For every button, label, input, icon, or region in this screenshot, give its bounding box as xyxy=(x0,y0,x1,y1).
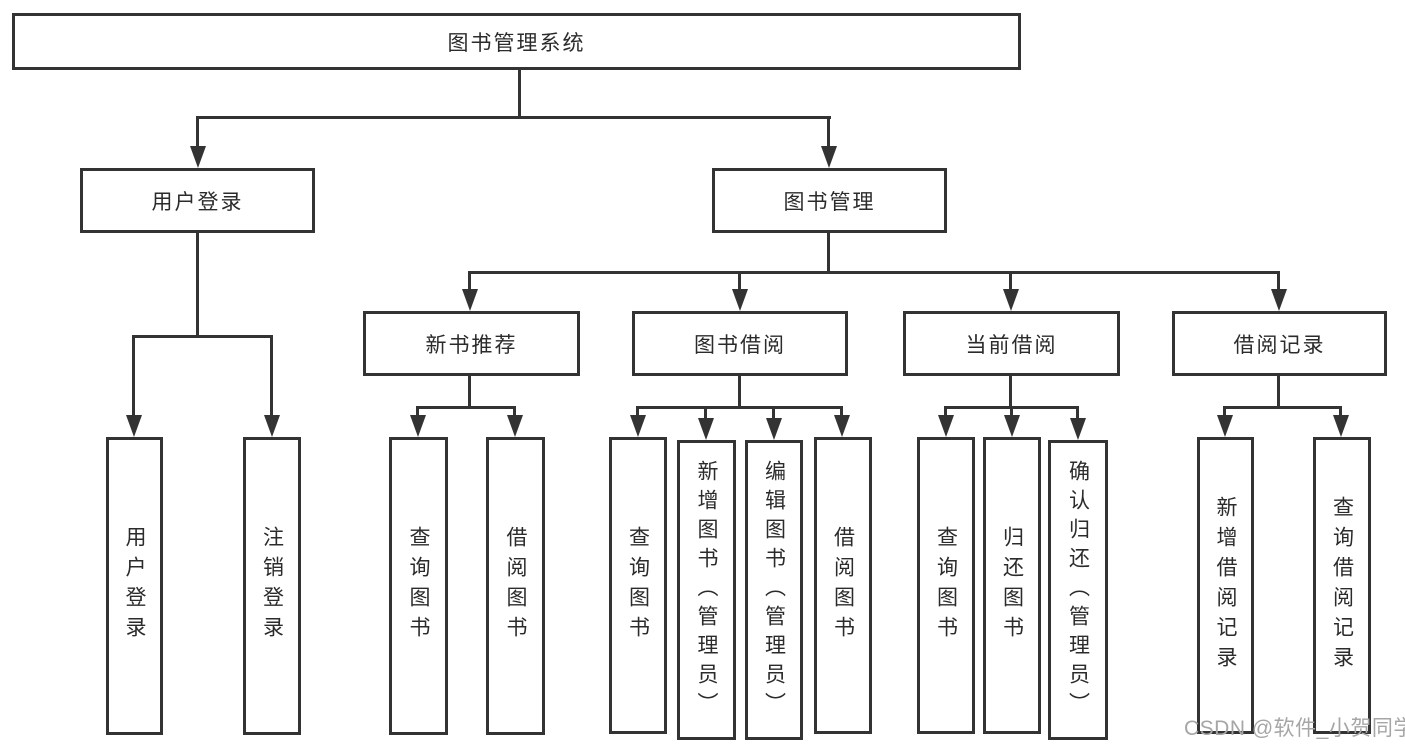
arrow-down-icon xyxy=(1070,418,1086,440)
connector-line xyxy=(738,271,741,291)
leaf-edit-book-admin: 编辑图书（管理员） xyxy=(745,440,803,740)
leaf-return-books: 归还图书 xyxy=(983,437,1041,734)
leaf-add-borrow-record: 新增借阅记录 xyxy=(1197,437,1254,734)
arrow-down-icon xyxy=(938,415,954,437)
arrow-down-icon xyxy=(1333,415,1349,437)
arrow-down-icon xyxy=(1271,289,1287,311)
leaf-query-books: 查询图书 xyxy=(917,437,975,734)
node-label: 图书管理系统 xyxy=(447,31,586,55)
connector-line xyxy=(772,406,775,420)
arrow-down-icon xyxy=(821,146,837,168)
node-label: 编辑图书（管理员） xyxy=(762,459,786,721)
connector-line xyxy=(132,335,273,338)
leaf-query-books: 查询图书 xyxy=(389,437,448,735)
node-label: 新增图书（管理员） xyxy=(695,459,719,721)
connector-line xyxy=(132,335,135,417)
connector-line xyxy=(416,406,516,409)
connector-line xyxy=(1277,271,1280,291)
node-user-login: 用户登录 xyxy=(80,168,315,233)
arrow-down-icon xyxy=(630,415,646,437)
leaf-user-login: 用户登录 xyxy=(106,437,163,735)
node-label: 查询借阅记录 xyxy=(1330,495,1354,676)
leaf-confirm-return-admin: 确认归还（管理员） xyxy=(1048,440,1108,740)
connector-line xyxy=(1009,271,1012,291)
arrow-down-icon xyxy=(834,415,850,437)
connector-line xyxy=(196,116,831,119)
node-label: 新增借阅记录 xyxy=(1214,495,1238,676)
node-new-book-recommendation: 新书推荐 xyxy=(363,311,580,376)
node-library-management-system: 图书管理系统 xyxy=(12,13,1021,70)
connector-line xyxy=(944,406,947,418)
node-label: 查询图书 xyxy=(626,525,650,646)
connector-line xyxy=(840,406,843,418)
node-label: 借阅记录 xyxy=(1233,333,1326,357)
node-label: 用户登录 xyxy=(151,190,244,214)
connector-line xyxy=(1076,406,1079,420)
leaf-query-books: 查询图书 xyxy=(609,437,667,734)
connector-line xyxy=(704,406,707,420)
arrow-down-icon xyxy=(732,289,748,311)
node-label: 查询图书 xyxy=(934,525,958,646)
node-label: 当前借阅 xyxy=(965,333,1058,357)
arrow-down-icon xyxy=(1003,289,1019,311)
connector-line xyxy=(1010,406,1013,418)
connector-line xyxy=(270,335,273,417)
connector-line xyxy=(1277,376,1280,409)
connector-line xyxy=(636,406,843,409)
connector-line xyxy=(1223,406,1226,418)
connector-line xyxy=(738,376,741,409)
connector-line xyxy=(468,376,471,409)
connector-line xyxy=(416,406,419,418)
node-label: 用户登录 xyxy=(123,526,147,646)
connector-line xyxy=(196,116,199,149)
node-label: 借阅图书 xyxy=(504,526,528,646)
node-label: 确认归还（管理员） xyxy=(1066,459,1090,721)
connector-line xyxy=(827,116,830,149)
node-book-management: 图书管理 xyxy=(712,168,947,233)
node-current-borrowing: 当前借阅 xyxy=(903,311,1120,376)
arrow-down-icon xyxy=(264,415,280,437)
arrow-down-icon xyxy=(698,418,714,440)
node-borrowing-records: 借阅记录 xyxy=(1172,311,1387,376)
connector-line xyxy=(468,271,1280,274)
connector-line xyxy=(1223,406,1342,409)
arrow-down-icon xyxy=(410,415,426,437)
arrow-down-icon xyxy=(1217,415,1233,437)
leaf-borrow-books: 借阅图书 xyxy=(486,437,545,735)
arrow-down-icon xyxy=(1004,415,1020,437)
arrow-down-icon xyxy=(766,418,782,440)
node-label: 归还图书 xyxy=(1000,525,1024,646)
node-label: 借阅图书 xyxy=(831,525,855,646)
arrow-down-icon xyxy=(190,146,206,168)
connector-line xyxy=(196,233,199,338)
leaf-add-book-admin: 新增图书（管理员） xyxy=(677,440,736,740)
node-label: 新书推荐 xyxy=(425,333,518,357)
connector-line xyxy=(827,232,830,274)
node-label: 注销登录 xyxy=(260,526,284,646)
node-label: 查询图书 xyxy=(407,526,431,646)
leaf-logout: 注销登录 xyxy=(243,437,301,735)
node-book-borrowing: 图书借阅 xyxy=(632,311,848,376)
connector-line xyxy=(468,271,471,291)
node-label: 图书借阅 xyxy=(694,333,786,357)
arrow-down-icon xyxy=(126,415,142,437)
arrow-down-icon xyxy=(462,289,478,311)
connector-line xyxy=(513,406,516,418)
connector-line xyxy=(636,406,639,418)
leaf-query-borrow-record: 查询借阅记录 xyxy=(1313,437,1371,734)
connector-line xyxy=(518,69,521,119)
arrow-down-icon xyxy=(507,415,523,437)
csdn-watermark: CSDN @软件_小贺同学 xyxy=(1184,717,1405,740)
leaf-borrow-books: 借阅图书 xyxy=(814,437,872,734)
connector-line xyxy=(1009,376,1012,409)
node-label: 图书管理 xyxy=(783,190,876,214)
connector-line xyxy=(1339,406,1342,418)
